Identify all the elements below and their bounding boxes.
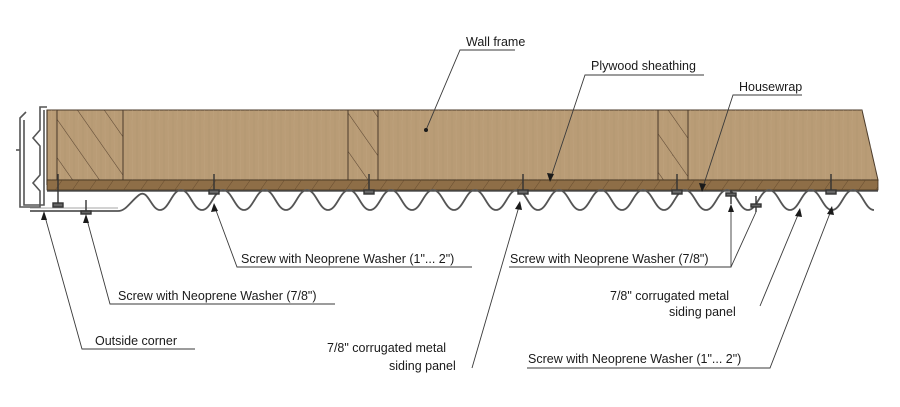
corrugated-panel [30, 189, 875, 212]
label-plywood-sheathing: Plywood sheathing [591, 59, 696, 73]
stud-right [657, 109, 689, 181]
label-screw-right-large: Screw with Neoprene Washer (1"... 2") [528, 352, 741, 366]
screw-6 [671, 174, 683, 195]
leader-screw-left-large [213, 204, 472, 268]
screw-9 [825, 174, 837, 195]
label-screw-left-small: Screw with Neoprene Washer (7/8") [118, 289, 317, 303]
leader-screw-right-large [527, 207, 833, 369]
label-housewrap: Housewrap [739, 80, 802, 94]
screw-5 [517, 174, 529, 195]
label-panel-right-line1: 7/8" corrugated metal [610, 289, 729, 303]
corner-trim-inner [23, 110, 45, 206]
screw-1 [52, 174, 64, 208]
plywood-sheathing [46, 179, 879, 191]
leader-screw-left-large-arrow [211, 203, 218, 212]
screw-2 [80, 200, 92, 215]
plywood-hatch [47, 180, 878, 190]
wall-frame [46, 109, 879, 185]
leader-housewrap-arrow [699, 183, 706, 192]
screws [52, 174, 837, 215]
label-panel-center-line1: 7/8" corrugated metal [327, 341, 446, 355]
label-screw-left-large: Screw with Neoprene Washer (1"... 2") [241, 252, 454, 266]
screw-8 [750, 196, 762, 212]
leader-plywood-arrow [547, 173, 554, 182]
screw-3 [208, 174, 220, 195]
screw-4 [363, 174, 375, 195]
leader-screw-right-small-arrow [728, 204, 734, 212]
labels: Wall frame Plywood sheathing Housewrap S… [95, 35, 802, 373]
leader-screw-left-small-arrow [83, 214, 89, 223]
leader-panel-center [471, 202, 521, 369]
leader-lines [41, 49, 834, 369]
leader-screw-left-small [85, 215, 335, 305]
outside-corner-trim [16, 106, 47, 208]
screw-7 [725, 190, 737, 204]
stud-left [56, 109, 124, 181]
leader-panel-right [759, 209, 801, 307]
wall-frame-grain [47, 110, 878, 180]
label-screw-right-small: Screw with Neoprene Washer (7/8") [510, 252, 709, 266]
label-panel-center-line2: siding panel [389, 359, 456, 373]
leader-screw-right-large-arrow [827, 206, 834, 215]
leader-wall-frame [425, 49, 515, 131]
leader-screw-right-small-b [730, 211, 757, 268]
label-panel-right-line2: siding panel [669, 305, 736, 319]
stud-center [347, 109, 379, 181]
leader-plywood [549, 74, 704, 181]
corner-trim-outer [19, 106, 47, 208]
label-outside-corner: Outside corner [95, 334, 177, 348]
leader-housewrap [701, 94, 802, 191]
leader-wall-frame-dot [424, 128, 428, 132]
label-wall-frame: Wall frame [466, 35, 525, 49]
leader-outside-corner [43, 212, 195, 350]
leader-outside-corner-arrow [41, 211, 47, 220]
leader-panel-right-arrow [795, 208, 802, 217]
leader-panel-center-arrow [515, 201, 522, 210]
